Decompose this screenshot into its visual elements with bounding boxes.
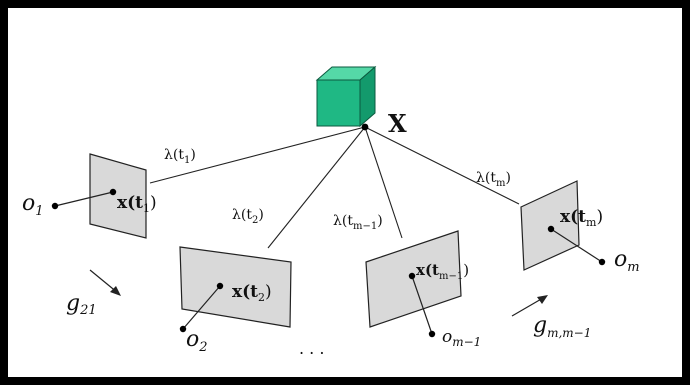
projection-segment-3 — [411, 275, 433, 335]
camera-center-2 — [179, 325, 187, 333]
motion-arrow-m-head — [537, 295, 548, 304]
image-point-2 — [216, 282, 224, 290]
cube-front-face — [316, 79, 361, 127]
image-plane-1 — [89, 153, 147, 239]
projection-segment-1 — [54, 191, 114, 207]
ellipsis-label: . . . — [299, 339, 324, 358]
motion-arrow-21-head — [110, 286, 121, 296]
cube-icon — [315, 65, 377, 128]
motion-arrows — [89, 269, 548, 317]
projection-segments — [54, 191, 603, 335]
ray-2-label: λ(t2) — [232, 207, 264, 226]
projection-segment-2 — [182, 285, 221, 330]
ray-2 — [267, 126, 366, 249]
image-point-m-minus-1 — [408, 272, 416, 280]
origin-1-label: o1 — [22, 191, 44, 219]
image-plane-m — [520, 180, 580, 271]
image-point-m-minus-1-label: x(tm−1) — [416, 261, 469, 282]
image-point-2-label: x(t2) — [232, 282, 272, 304]
ray-1 — [149, 126, 366, 184]
camera-center-m-minus-1 — [428, 330, 436, 338]
points — [51, 188, 606, 338]
image-plane-2 — [179, 246, 292, 328]
point-x — [361, 123, 369, 131]
image-point-1 — [109, 188, 117, 196]
image-point-m-label: x(tm) — [560, 207, 603, 229]
origin-2-label: o2 — [186, 327, 208, 355]
image-point-m — [547, 225, 555, 233]
motion-21-label: g21 — [66, 291, 97, 318]
rays — [149, 126, 520, 249]
origin-m-label: om — [614, 247, 640, 275]
camera-center-m — [598, 258, 606, 266]
ray-4 — [364, 126, 520, 205]
motion-m-label: gm,m−1 — [533, 313, 591, 340]
ray-3 — [364, 126, 403, 239]
ray-m-minus-1-label: λ(tm−1) — [333, 213, 383, 232]
projection-segment-m — [550, 228, 603, 263]
motion-arrow-m — [511, 297, 544, 317]
origin-m-minus-1-label: om−1 — [442, 327, 481, 349]
camera-center-1 — [51, 202, 59, 210]
point-x-label: X — [388, 109, 407, 138]
image-point-1-label: x(t1) — [117, 193, 157, 215]
ray-1-label: λ(t1) — [164, 147, 196, 166]
ray-m-label: λ(tm) — [476, 170, 511, 189]
